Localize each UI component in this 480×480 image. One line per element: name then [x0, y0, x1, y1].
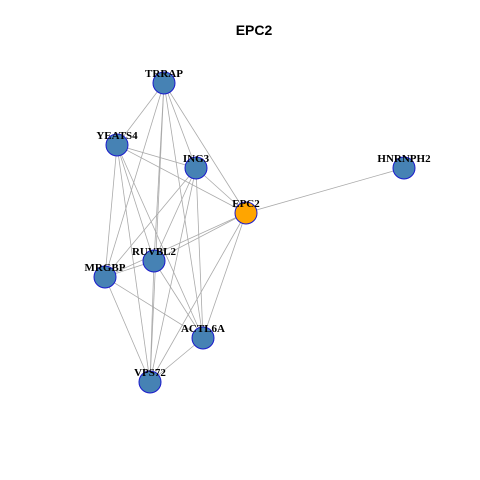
edge-epc2-actl6a: [202, 212, 247, 339]
edge-yeats4-ing3: [116, 144, 197, 169]
node-mrgbp[interactable]: [93, 265, 117, 289]
node-yeats4[interactable]: [105, 133, 129, 157]
node-ing3[interactable]: [184, 156, 208, 180]
node-label-actl6a: ACTL6A: [181, 323, 225, 335]
node-ruvbl2[interactable]: [142, 249, 166, 273]
edge-mrgbp-vps72: [104, 276, 151, 383]
edge-layer: [104, 82, 405, 383]
edge-epc2-vps72: [149, 212, 247, 383]
edge-trrap-vps72: [149, 82, 165, 383]
edge-yeats4-epc2: [116, 144, 247, 214]
node-label-trrap: TRRAP: [145, 68, 183, 80]
edge-ruvbl2-vps72: [149, 260, 155, 383]
edge-ruvbl2-actl6a: [153, 260, 204, 339]
node-label-hnrnph2: HNRNPH2: [377, 153, 431, 165]
node-epc2[interactable]: [234, 201, 258, 225]
edge-trrap-mrgbp: [104, 82, 165, 278]
edge-ing3-vps72: [149, 167, 197, 383]
edge-mrgbp-actl6a: [104, 276, 204, 339]
edge-trrap-ing3: [163, 82, 197, 169]
edge-hnrnph2-epc2: [245, 167, 405, 214]
edge-ing3-mrgbp: [104, 167, 197, 278]
node-label-epc2: EPC2: [232, 198, 260, 210]
edge-epc2-mrgbp: [104, 212, 247, 278]
edge-trrap-epc2: [163, 82, 247, 214]
node-hnrnph2[interactable]: [392, 156, 416, 180]
edge-trrap-yeats4: [116, 82, 165, 146]
node-label-ing3: ING3: [183, 153, 210, 165]
edge-epc2-ruvbl2: [153, 212, 247, 262]
node-label-mrgbp: MRGBP: [85, 262, 126, 274]
node-vps72[interactable]: [138, 370, 162, 394]
node-label-yeats4: YEATS4: [96, 130, 138, 142]
node-label-vps72: VPS72: [134, 367, 166, 379]
node-label-ruvbl2: RUVBL2: [132, 246, 177, 258]
edge-trrap-actl6a: [163, 82, 204, 339]
node-trrap[interactable]: [152, 71, 176, 95]
edge-ing3-actl6a: [195, 167, 204, 339]
edge-yeats4-mrgbp: [104, 144, 118, 278]
edge-yeats4-vps72: [116, 144, 151, 383]
diagram-title: EPC2: [236, 22, 273, 38]
edge-ing3-ruvbl2: [153, 167, 197, 262]
node-layer: [93, 71, 416, 394]
edge-yeats4-actl6a: [116, 144, 204, 339]
node-actl6a[interactable]: [191, 326, 215, 350]
edge-yeats4-ruvbl2: [116, 144, 155, 262]
